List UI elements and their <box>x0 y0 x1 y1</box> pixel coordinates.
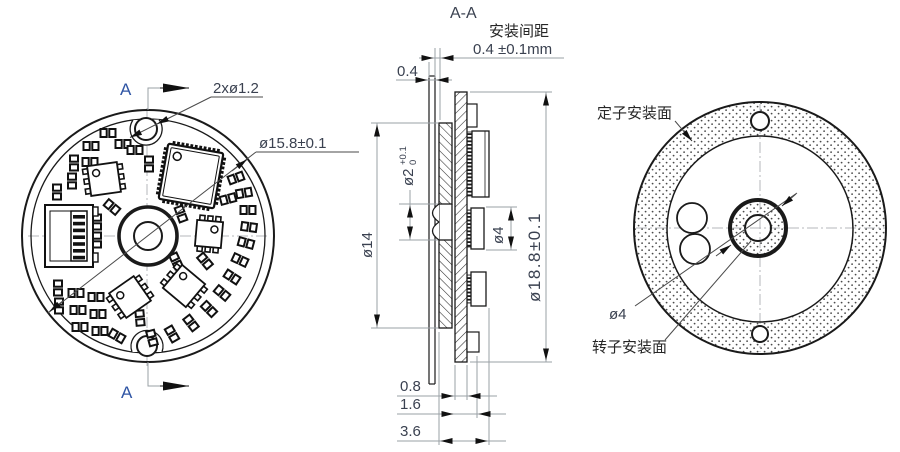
mid-thickness-text: 1.6 <box>400 396 421 413</box>
qfp-body-side <box>471 130 490 198</box>
ring-outer-edge <box>633 101 887 355</box>
plate-thickness-text: 0.4 <box>397 63 418 80</box>
total-thickness-text: 3.6 <box>400 423 421 440</box>
gap-title-text: 安装间距 <box>489 23 549 40</box>
top-screw-hole <box>750 111 770 131</box>
gap-dimension: 安装间距 0.4 ±0.1mm <box>419 23 564 120</box>
magnet-diameter-dimension: ø14 <box>359 122 438 329</box>
pcb-diameter-callout: ø15.8±0.1 <box>47 135 359 314</box>
chip-diameter-dimension: ø4 <box>486 206 517 251</box>
smd-components <box>52 128 259 348</box>
outer-diameter-dimension: ø18.8±0.1 <box>470 91 552 363</box>
section-title: A-A <box>450 5 477 22</box>
bottom-screw-hole <box>751 325 769 343</box>
stator-face-text: 定子安装面 <box>597 105 672 122</box>
stator-face-callout: 定子安装面 <box>597 105 693 142</box>
boss-tolerance-lower: 0 <box>408 160 419 165</box>
pcb-diameter-text: ø15.8±0.1 <box>259 135 326 152</box>
section-marker-bottom: A <box>121 362 189 402</box>
center-boss-domes <box>431 203 441 241</box>
encoder-chip-body <box>470 207 485 250</box>
section-letter-top: A <box>120 80 132 99</box>
mounting-face-view: 定子安装面 ø4 转子安装面 <box>592 101 887 356</box>
ic-packages <box>81 161 225 320</box>
thickness-dimensions: 0.8 1.6 3.6 <box>397 308 506 445</box>
bottom-part-side <box>466 331 480 353</box>
section-letter-bottom: A <box>121 383 133 402</box>
hub-bore <box>744 214 772 242</box>
section-marker-top: A <box>120 80 189 110</box>
qfp-chip <box>155 140 227 212</box>
gap-value-text: 0.4 ±0.1mm <box>473 41 552 58</box>
side-feature-hole-lower <box>679 233 711 265</box>
pcb-front-view: A A 2xø1.2 ø15.8±0.1 <box>21 80 359 402</box>
side-feature-hole-upper <box>676 202 708 234</box>
hub-diameter-text: ø4 <box>609 306 627 323</box>
outer-diameter-text: ø18.8±0.1 <box>525 212 544 302</box>
section-view: A-A <box>359 5 564 445</box>
pcb-thickness-text: 0.8 <box>400 378 421 395</box>
lower-part-body <box>470 271 487 307</box>
magnet-diameter-text: ø14 <box>359 232 376 258</box>
chip-diameter-text: ø4 <box>490 226 507 244</box>
rotor-face-callout: 转子安装面 <box>592 240 752 356</box>
boss-tolerance-upper: +0.1 <box>398 146 409 165</box>
rotor-hub <box>728 198 788 258</box>
hole-callout-text: 2xø1.2 <box>213 80 259 97</box>
plate-thickness-dimension: 0.4 <box>396 62 452 83</box>
ring-inner-edge <box>666 135 854 323</box>
board-connector <box>44 204 99 268</box>
boss-diameter-text: ø2 <box>400 168 417 186</box>
rotor-face-text: 转子安装面 <box>592 339 667 356</box>
hole-callout: 2xø1.2 <box>129 80 263 138</box>
qfp-leads-side <box>466 131 473 197</box>
boss-diameter-dimension: ø2 +0.1 0 <box>398 146 438 241</box>
magnet-section <box>431 122 453 329</box>
hub-outer-circle <box>728 198 788 258</box>
hub-diameter-callout: ø4 <box>609 192 798 323</box>
pcb-section <box>454 91 490 363</box>
top-connector-side <box>466 103 478 128</box>
